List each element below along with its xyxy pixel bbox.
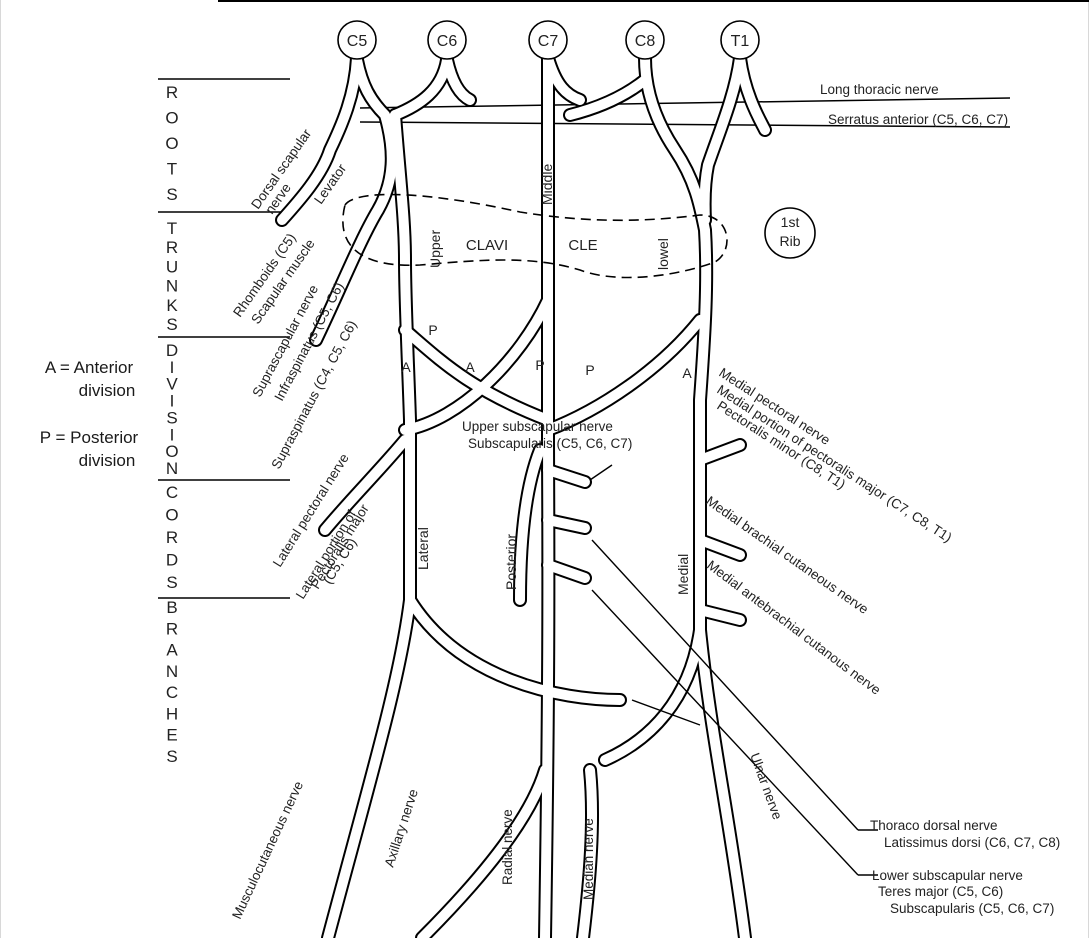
label-musculocutaneous: Musculocutaneous nerve	[229, 779, 306, 921]
division-marker-a2: A	[465, 359, 475, 375]
label-lower-subscapular: Lower subscapular nerve	[872, 868, 1023, 883]
label-teres-major: Teres major (C5, C6)	[878, 884, 1003, 899]
rib-label-line2: Rib	[779, 233, 800, 249]
label-latissimus: Latissimus dorsi (C6, C7, C8)	[884, 835, 1060, 850]
division-marker-a1: A	[401, 359, 411, 375]
clavicle-text-1: CLAVI	[466, 237, 508, 254]
cord-posterior-label: Posterior	[503, 534, 519, 590]
label-subscapularis-upper: Subscapularis (C5, C6, C7)	[468, 436, 632, 451]
root-label-c7: C7	[538, 33, 559, 50]
label-medial-antebrachial: Medial antebrachial cutanous nerve	[704, 557, 883, 697]
trunk-lower-label: lowel	[655, 238, 671, 270]
root-label-c8: C8	[635, 33, 656, 50]
label-thoraco-dorsal: Thoraco dorsal nerve	[870, 818, 998, 833]
label-ulnar: Ulnar nerve	[747, 751, 785, 822]
label-subscapularis-lower: Subscapularis (C5, C6, C7)	[890, 901, 1054, 916]
legend-posterior: P = Posterior division	[14, 426, 164, 472]
trunk-upper-label: Upper	[427, 230, 443, 268]
legend-anterior: A = Anterior division	[14, 356, 164, 402]
division-marker-p1: P	[428, 322, 437, 338]
root-label-c6: C6	[437, 33, 458, 50]
cord-lateral-label: Lateral	[415, 527, 431, 570]
division-marker-p3: P	[585, 362, 594, 378]
legend-anterior-line2: division	[14, 379, 164, 402]
division-marker-p2: P	[535, 357, 544, 373]
root-labels: C5 C6 C7 C8 T1	[347, 33, 750, 50]
rib-label-line1: 1st	[781, 214, 800, 230]
clavicle-text-2: CLE	[568, 237, 597, 254]
root-label-t1: T1	[731, 33, 750, 50]
label-radial: Radial nerve	[500, 809, 515, 885]
cord-medial-label: Medial	[675, 554, 691, 595]
legend-posterior-line1: P = Posterior	[14, 426, 164, 449]
trunk-middle-label: Middle	[539, 164, 555, 205]
label-upper-subscapular: Upper subscapular nerve	[462, 419, 613, 434]
division-marker-a3: A	[682, 365, 692, 381]
label-median: Median nerve	[581, 818, 596, 900]
legend-posterior-line2: division	[14, 449, 164, 472]
label-axillary: Axillary nerve	[382, 787, 421, 869]
legend-anterior-line1: A = Anterior	[14, 356, 164, 379]
label-long-thoracic: Long thoracic nerve	[820, 82, 939, 97]
label-serratus: Serratus anterior (C5, C6, C7)	[828, 112, 1008, 127]
root-label-c5: C5	[347, 33, 368, 50]
